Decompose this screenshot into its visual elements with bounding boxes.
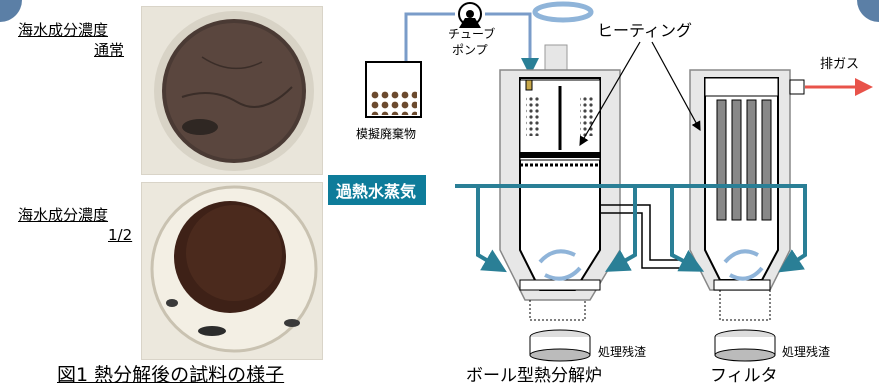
exhaust-label: 排ガス (820, 57, 860, 72)
sample2-image (142, 183, 322, 359)
sample1-photo (141, 6, 323, 175)
tube-pump-label-line2: ポンプ (452, 43, 488, 57)
tube-pump-icon (458, 2, 482, 28)
heating-label: ヒーティング (597, 21, 693, 40)
residue-label-2: 処理残渣 (782, 345, 831, 359)
residue-dish-1 (529, 329, 591, 362)
residue-label-1: 処理残渣 (598, 345, 647, 359)
sample1-label-line1: 海水成分濃度 (18, 21, 109, 39)
residue-dish-2 (714, 329, 776, 362)
sample2-photo (141, 182, 323, 360)
rotation-arrow-icon (532, 1, 594, 23)
tube-pump-label-line1: チューブ (448, 27, 496, 41)
reactor-label: ボール型熱分解炉 (466, 366, 602, 386)
sample1-image (142, 7, 322, 174)
waste-container-icon (365, 61, 422, 118)
steam-label: 過熱水蒸気 (328, 175, 427, 205)
filter-vessel (689, 69, 805, 321)
sample1-label-line2: 通常 (94, 41, 125, 59)
filter-label: フィルタ (710, 366, 778, 386)
sample2-label-line2: 1/2 (108, 226, 133, 244)
reactor-swirl-icon (538, 249, 582, 281)
figure1-caption: 図1 熱分解後の試料の様子 (57, 364, 285, 386)
sample2-label-line1: 海水成分濃度 (18, 206, 109, 224)
waste-label: 模擬廃棄物 (356, 127, 417, 141)
steam-lines (455, 184, 807, 273)
connecting-pipe (600, 204, 690, 269)
filter-swirl-icon (723, 249, 764, 281)
